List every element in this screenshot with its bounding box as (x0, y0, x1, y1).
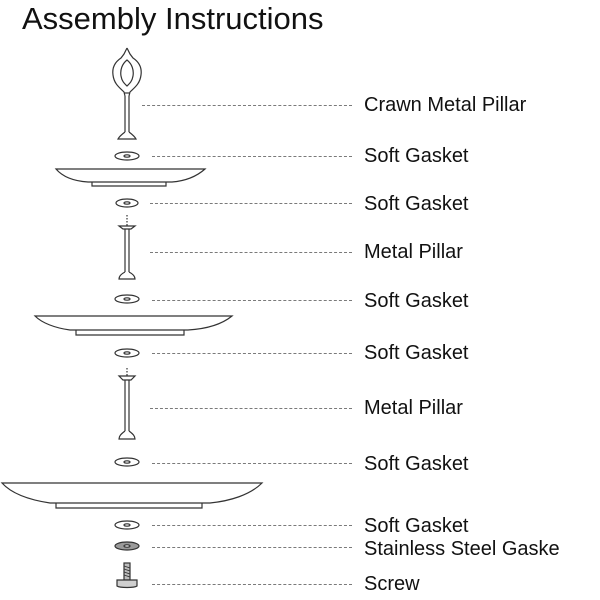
metal-pillar-icon (117, 368, 137, 440)
part-label-crown-metal-pillar: Crawn Metal Pillar (364, 94, 527, 116)
soft-gasket-icon (114, 520, 140, 530)
part-label-metal-pillar: Metal Pillar (364, 397, 463, 419)
soft-gasket-icon (115, 198, 139, 208)
soft-gasket-icon (114, 348, 140, 358)
leader-line (152, 300, 352, 301)
steel-gasket-icon (114, 541, 140, 551)
leader-line (152, 547, 352, 548)
leader-line (152, 463, 352, 464)
part-label-stainless-steel-gasket: Stainless Steel Gaske (364, 538, 560, 560)
soft-gasket-icon (114, 457, 140, 467)
leader-line (150, 203, 352, 204)
part-label-soft-gasket: Soft Gasket (364, 193, 469, 215)
part-label-soft-gasket: Soft Gasket (364, 342, 469, 364)
leader-line (152, 156, 352, 157)
part-label-metal-pillar: Metal Pillar (364, 241, 463, 263)
soft-gasket-icon (114, 294, 140, 304)
metal-pillar-icon (117, 215, 137, 280)
leader-line (150, 252, 352, 253)
part-label-soft-gasket: Soft Gasket (364, 290, 469, 312)
leader-line (152, 353, 352, 354)
bottom-plate-icon (0, 482, 264, 509)
leader-line (152, 584, 352, 585)
soft-gasket-icon (114, 151, 140, 161)
middle-plate-icon (33, 315, 234, 336)
part-label-soft-gasket: Soft Gasket (364, 453, 469, 475)
leader-line (152, 525, 352, 526)
leader-line (142, 105, 352, 106)
part-label-soft-gasket: Soft Gasket (364, 515, 469, 537)
top-plate-icon (54, 168, 207, 187)
part-label-screw: Screw (364, 573, 420, 595)
leader-line (150, 408, 352, 409)
diagram-title: Assembly Instructions (22, 1, 324, 36)
crown-pillar-icon (112, 47, 142, 140)
screw-icon (116, 562, 138, 589)
part-label-soft-gasket: Soft Gasket (364, 145, 469, 167)
